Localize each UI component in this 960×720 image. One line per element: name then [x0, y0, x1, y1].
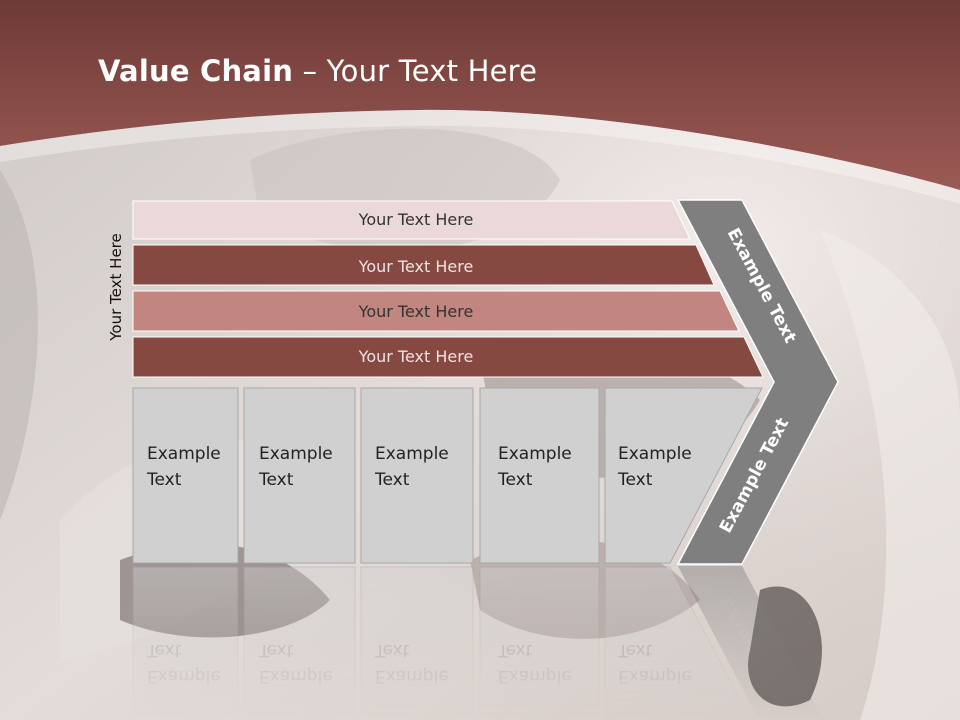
bar-label: Your Text Here [358, 210, 474, 229]
reflection-text: Example [259, 666, 333, 686]
bar-1: Your Text Here [132, 200, 691, 240]
bar-label: Your Text Here [358, 257, 474, 276]
box-line2: Text [146, 470, 182, 490]
bar-4: Your Text Here [132, 336, 764, 378]
page-title: Value Chain – Your Text Here [98, 54, 537, 88]
reflection-text: Text [374, 640, 410, 660]
box-line1: Example [498, 444, 572, 464]
box-line2: Text [497, 470, 533, 490]
box-line1: Example [375, 444, 449, 464]
title-bold: Value Chain [98, 54, 294, 88]
bar-shape [132, 200, 691, 240]
box-shape [604, 387, 763, 564]
bar-shape [132, 244, 715, 286]
bar-label: Your Text Here [358, 302, 474, 321]
chevron-arrow: Example Text Example Text [676, 199, 839, 565]
box-line2: Text [258, 470, 294, 490]
box-line1: Example [147, 444, 221, 464]
reflection-text: Example [618, 666, 692, 686]
bar-label: Your Text Here [358, 347, 474, 366]
box-shape [132, 387, 239, 564]
box-2: Example Text [243, 387, 356, 564]
reflection-text: Example [498, 666, 572, 686]
box-line1: Example [259, 444, 333, 464]
reflection-text: Example [147, 666, 221, 686]
reflection-text: Text [258, 640, 294, 660]
reflection-text: Text [497, 640, 533, 660]
box-3: Example Text [360, 387, 474, 564]
title-rest: – Your Text Here [293, 54, 538, 88]
box-4: Example Text [479, 387, 600, 564]
reflection-text: Example [375, 666, 449, 686]
box-line2: Text [374, 470, 410, 490]
reflection-text: Text [146, 640, 182, 660]
bar-3: Your Text Here [132, 290, 740, 332]
reflection-text: Text [617, 640, 653, 660]
box-shape [243, 387, 356, 564]
box-line2: Text [617, 470, 653, 490]
reflection: Example Text Example Text Example Text E… [132, 566, 824, 720]
bar-shape [132, 290, 740, 332]
bar-2: Your Text Here [132, 244, 715, 286]
bar-shape [132, 336, 764, 378]
box-1: Example Text [132, 387, 239, 564]
arrow-shape [676, 199, 839, 565]
box-shape [479, 387, 600, 564]
box-5: Example Text [604, 387, 763, 564]
box-shape [360, 387, 474, 564]
box-line1: Example [618, 444, 692, 464]
